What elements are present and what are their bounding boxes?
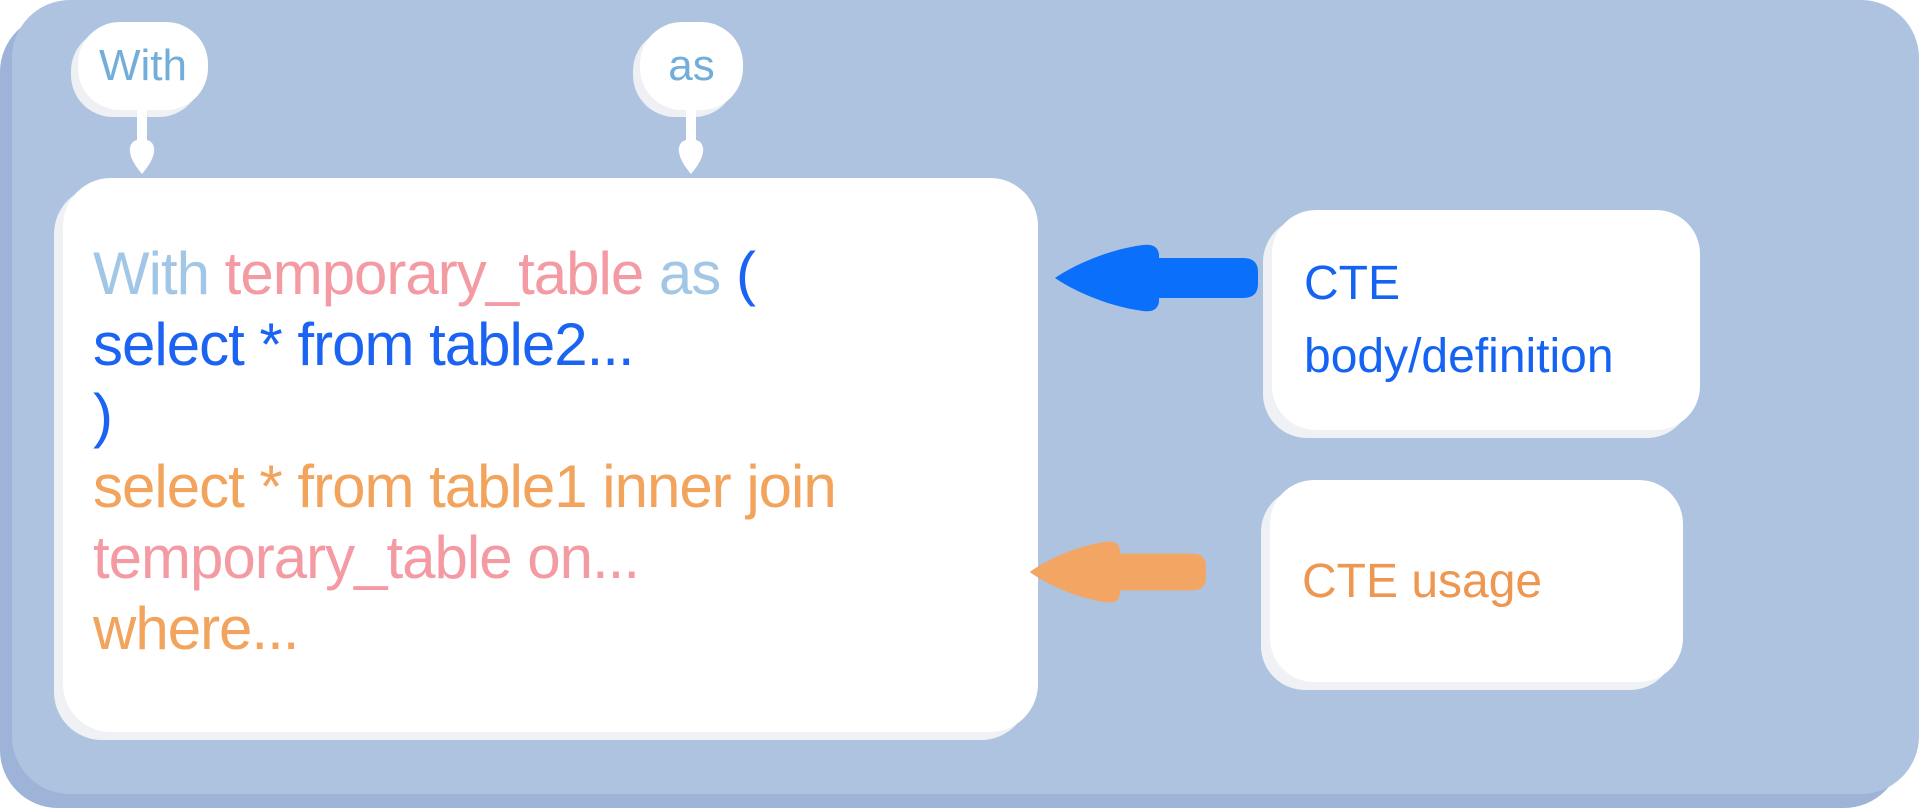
code-line: select * from table2...	[93, 309, 1010, 380]
code-segment: where...	[93, 595, 299, 662]
left-arrow-orange-shape	[1029, 541, 1206, 603]
keyword-pill-with: With	[78, 22, 208, 110]
code-segment: as	[643, 240, 736, 307]
code-line: where...	[93, 593, 1010, 664]
code-segment: With	[93, 240, 225, 307]
code-lines: With temporary_table as (select * from t…	[93, 238, 1010, 664]
annotation-line: CTE	[1304, 257, 1400, 310]
code-segment: (	[735, 240, 756, 307]
code-segment: )	[93, 382, 113, 449]
keyword-pill-with-label: With	[99, 41, 187, 90]
down-pointer-shape	[678, 106, 704, 174]
annotation-line: CTE usage	[1302, 554, 1543, 608]
left-arrow-icon	[1055, 244, 1258, 312]
down-pointer-shape	[129, 106, 155, 174]
code-line: With temporary_table as (	[93, 238, 1010, 309]
code-segment: temporary_table	[224, 240, 645, 307]
code-segment: select * from table2...	[93, 311, 635, 378]
annotation-card-cte-body: CTE body/definition	[1272, 210, 1700, 430]
left-arrow-blue-shape	[1055, 244, 1258, 312]
annotation-card-cte-usage: CTE usage	[1270, 480, 1683, 682]
keyword-pill-as: as	[640, 22, 743, 110]
annotation-line: body/definition	[1304, 330, 1614, 383]
code-line: select * from table1 inner join	[93, 451, 1010, 522]
code-segment: temporary_table on...	[93, 524, 640, 591]
code-line: )	[93, 380, 1010, 451]
down-pointer-icon	[678, 106, 704, 174]
down-pointer-icon	[129, 106, 155, 174]
sql-code-card: With temporary_table as (select * from t…	[63, 178, 1038, 732]
code-line: temporary_table on...	[93, 522, 1010, 593]
code-segment: select * from table1 inner join	[93, 453, 837, 520]
keyword-pill-as-label: as	[668, 41, 715, 90]
left-arrow-icon	[1029, 541, 1206, 603]
